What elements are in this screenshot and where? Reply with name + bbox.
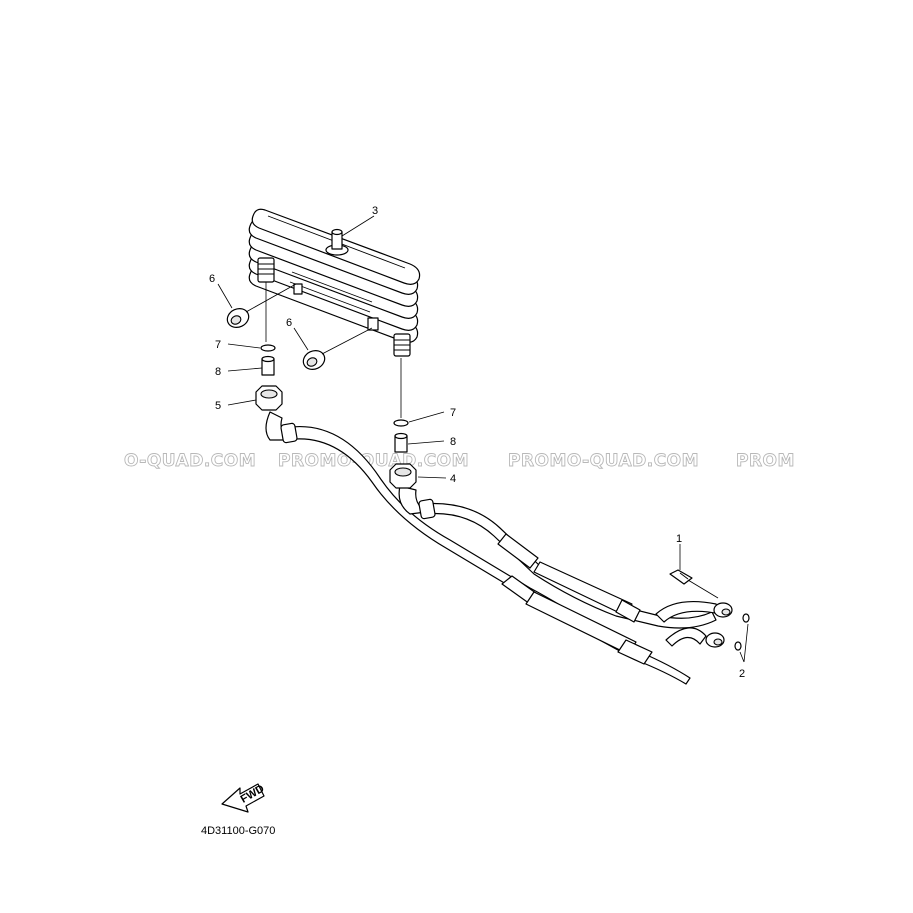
callout-8: 8 (215, 366, 221, 378)
union-bolt-5 (255, 385, 283, 411)
hose-fittings (655, 600, 733, 648)
callout-1: 1 (676, 533, 682, 545)
bolt (669, 569, 719, 599)
callout-8: 8 (450, 436, 456, 448)
fwd-arrow-icon: FWD (221, 783, 266, 813)
grommet-right (302, 350, 326, 370)
drawing-code: 4D31100-G070 (201, 825, 275, 837)
callouts: 1 2 3 4 5 6 6 7 7 8 8 (209, 205, 745, 680)
o-ring-left (260, 344, 276, 352)
o-ring-right (393, 419, 409, 427)
grommet-left (226, 308, 250, 328)
callout-6: 6 (286, 317, 292, 329)
watermark-text: PROMO-QUAD.COM (508, 451, 699, 471)
callout-6: 6 (209, 273, 215, 285)
collar-right (394, 432, 408, 453)
oil-hose-upper (265, 411, 691, 685)
watermark-text: PROMO-QUAD.COM (278, 451, 469, 471)
callout-5: 5 (215, 400, 221, 412)
union-bolt-4 (389, 463, 417, 489)
collar-left (261, 355, 275, 376)
callout-7: 7 (215, 339, 221, 351)
o-rings-2 (734, 613, 750, 651)
leader-lines (217, 215, 749, 663)
watermark-text: PROM (736, 451, 795, 471)
watermark-text: O-QUAD.COM (124, 451, 256, 471)
watermark: O-QUAD.COM PROMO-QUAD.COM PROMO-QUAD.COM… (124, 451, 795, 472)
hose-sleeves (497, 533, 653, 665)
callout-3: 3 (372, 205, 378, 217)
oil-cooler (248, 208, 421, 357)
callout-7: 7 (450, 407, 456, 419)
callout-4: 4 (450, 473, 456, 485)
callout-2: 2 (739, 668, 745, 680)
